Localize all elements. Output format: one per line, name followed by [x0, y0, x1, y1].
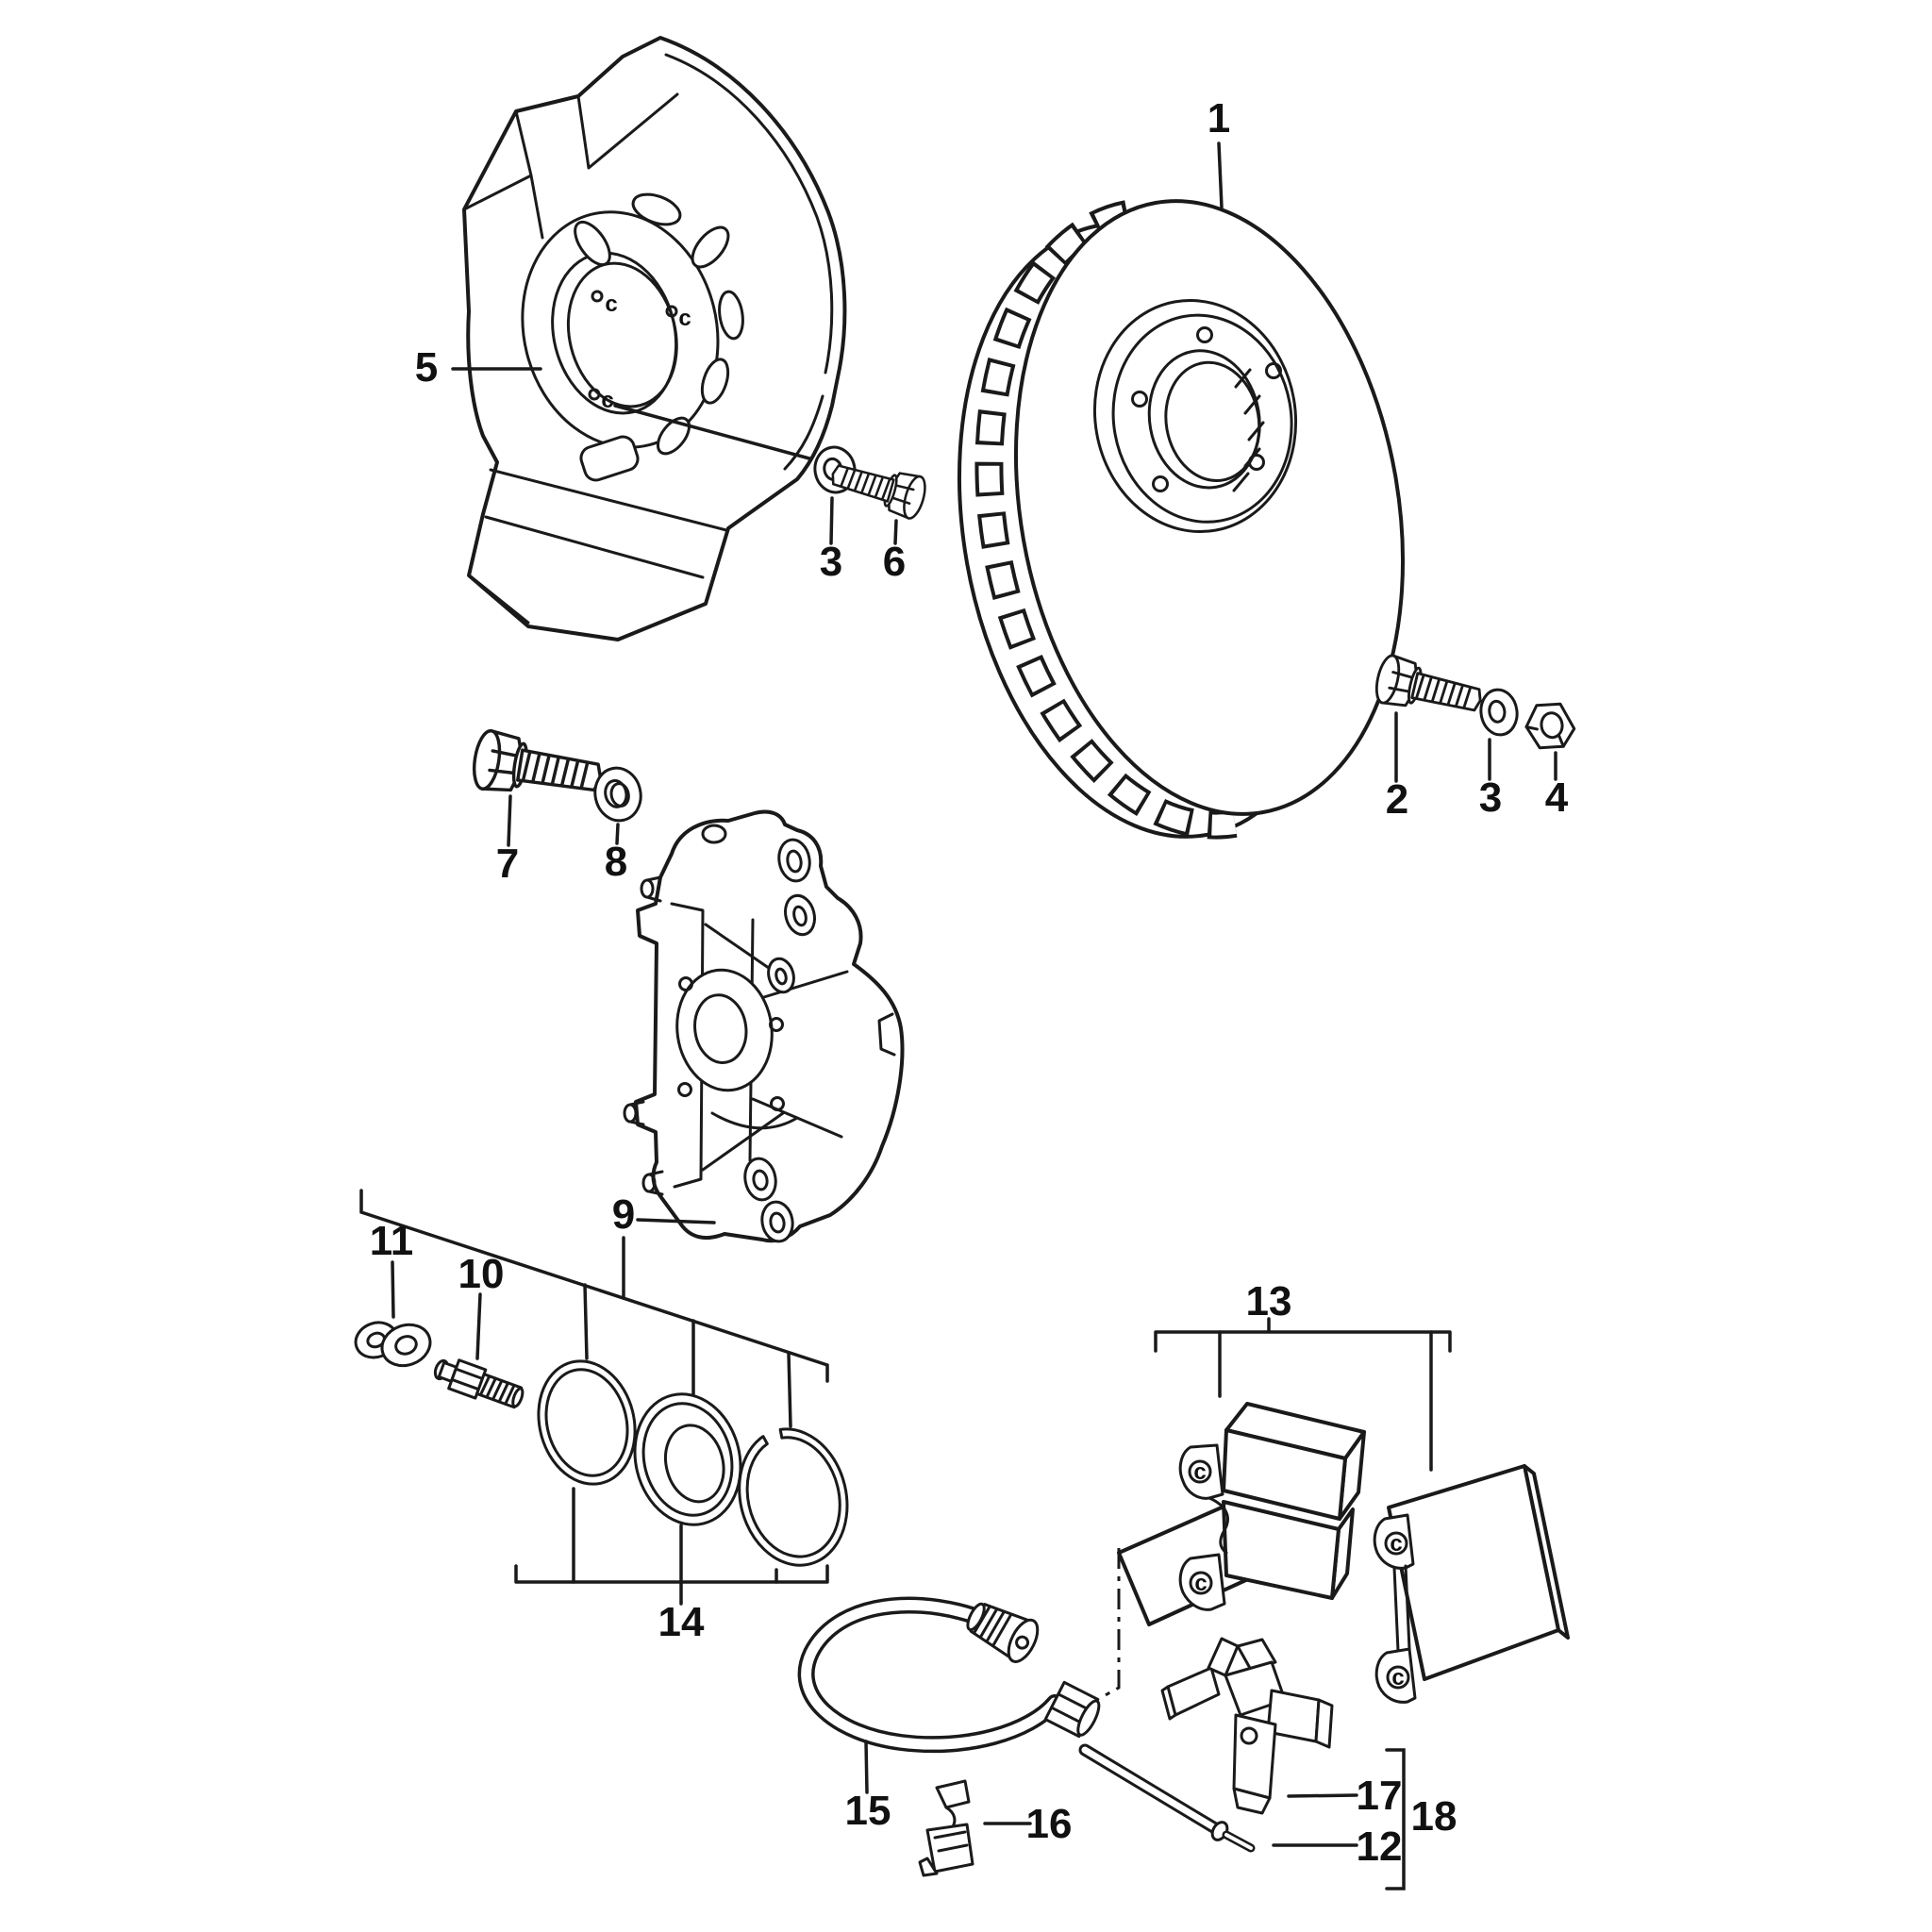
- brake-caliper: [623, 809, 905, 1243]
- snap-ring-C: [738, 1427, 849, 1567]
- splash-shield: [462, 36, 847, 641]
- callout-9: 9: [612, 1191, 635, 1238]
- callout-10: 10: [458, 1251, 505, 1297]
- callout-1: 1: [1208, 95, 1230, 142]
- callout-15: 15: [845, 1788, 891, 1834]
- callout-3a: 3: [820, 539, 842, 585]
- callout-7: 7: [496, 841, 519, 887]
- washer-3b: [1479, 688, 1519, 737]
- bolt-7: [469, 727, 608, 808]
- vent-slots-fill: [978, 204, 1237, 836]
- callout-18: 18: [1411, 1793, 1457, 1840]
- callout-11: 11: [370, 1218, 414, 1264]
- hose-clip-16: [918, 1779, 974, 1877]
- washer-8: [593, 766, 642, 823]
- bolt-2: [1371, 652, 1488, 726]
- callout-2: 2: [1386, 776, 1408, 823]
- callout-5: 5: [415, 344, 438, 391]
- brake-hose-15: [797, 1596, 1101, 1754]
- brake-disc: [957, 199, 1406, 840]
- retaining-pin-12: [1078, 1743, 1256, 1853]
- callout-3b: 3: [1479, 774, 1502, 821]
- callout-8: 8: [605, 839, 627, 885]
- callout-13: 13: [1246, 1278, 1292, 1324]
- hose-centerline: [1101, 1548, 1121, 1699]
- hole-mark-shield-1: c: [605, 291, 617, 317]
- bleeder-stubs: [623, 875, 664, 1196]
- callout-14: 14: [658, 1599, 705, 1645]
- hole-mark-shield-2: c: [678, 306, 691, 331]
- brake-pad-inner: [1117, 1402, 1366, 1626]
- callout-6: 6: [883, 539, 906, 585]
- leader-lines: [359, 142, 1557, 1890]
- bleeder-screw-10: [433, 1358, 525, 1409]
- callout-16: 16: [1026, 1801, 1073, 1847]
- callout-12: 12: [1357, 1824, 1403, 1870]
- hole-mark-pad-inner-bottom: c: [1194, 1571, 1207, 1596]
- callout-4: 4: [1545, 774, 1569, 821]
- disc-hub: [1092, 298, 1298, 534]
- callout-17: 17: [1357, 1773, 1403, 1819]
- seal-ring-B: [633, 1392, 742, 1526]
- nut-4: [1524, 702, 1576, 750]
- hole-mark-pad-inner-top: c: [1193, 1459, 1206, 1485]
- seal-ring-A: [537, 1359, 637, 1486]
- hole-mark-pad-outer-top: c: [1390, 1531, 1402, 1557]
- pad-spring-17: [1160, 1637, 1334, 1815]
- cap-11: [354, 1321, 432, 1368]
- hole-mark-shield-3: c: [601, 388, 613, 413]
- brake-pad-outer: [1373, 1464, 1570, 1704]
- hole-mark-pad-outer-bottom: c: [1391, 1665, 1404, 1690]
